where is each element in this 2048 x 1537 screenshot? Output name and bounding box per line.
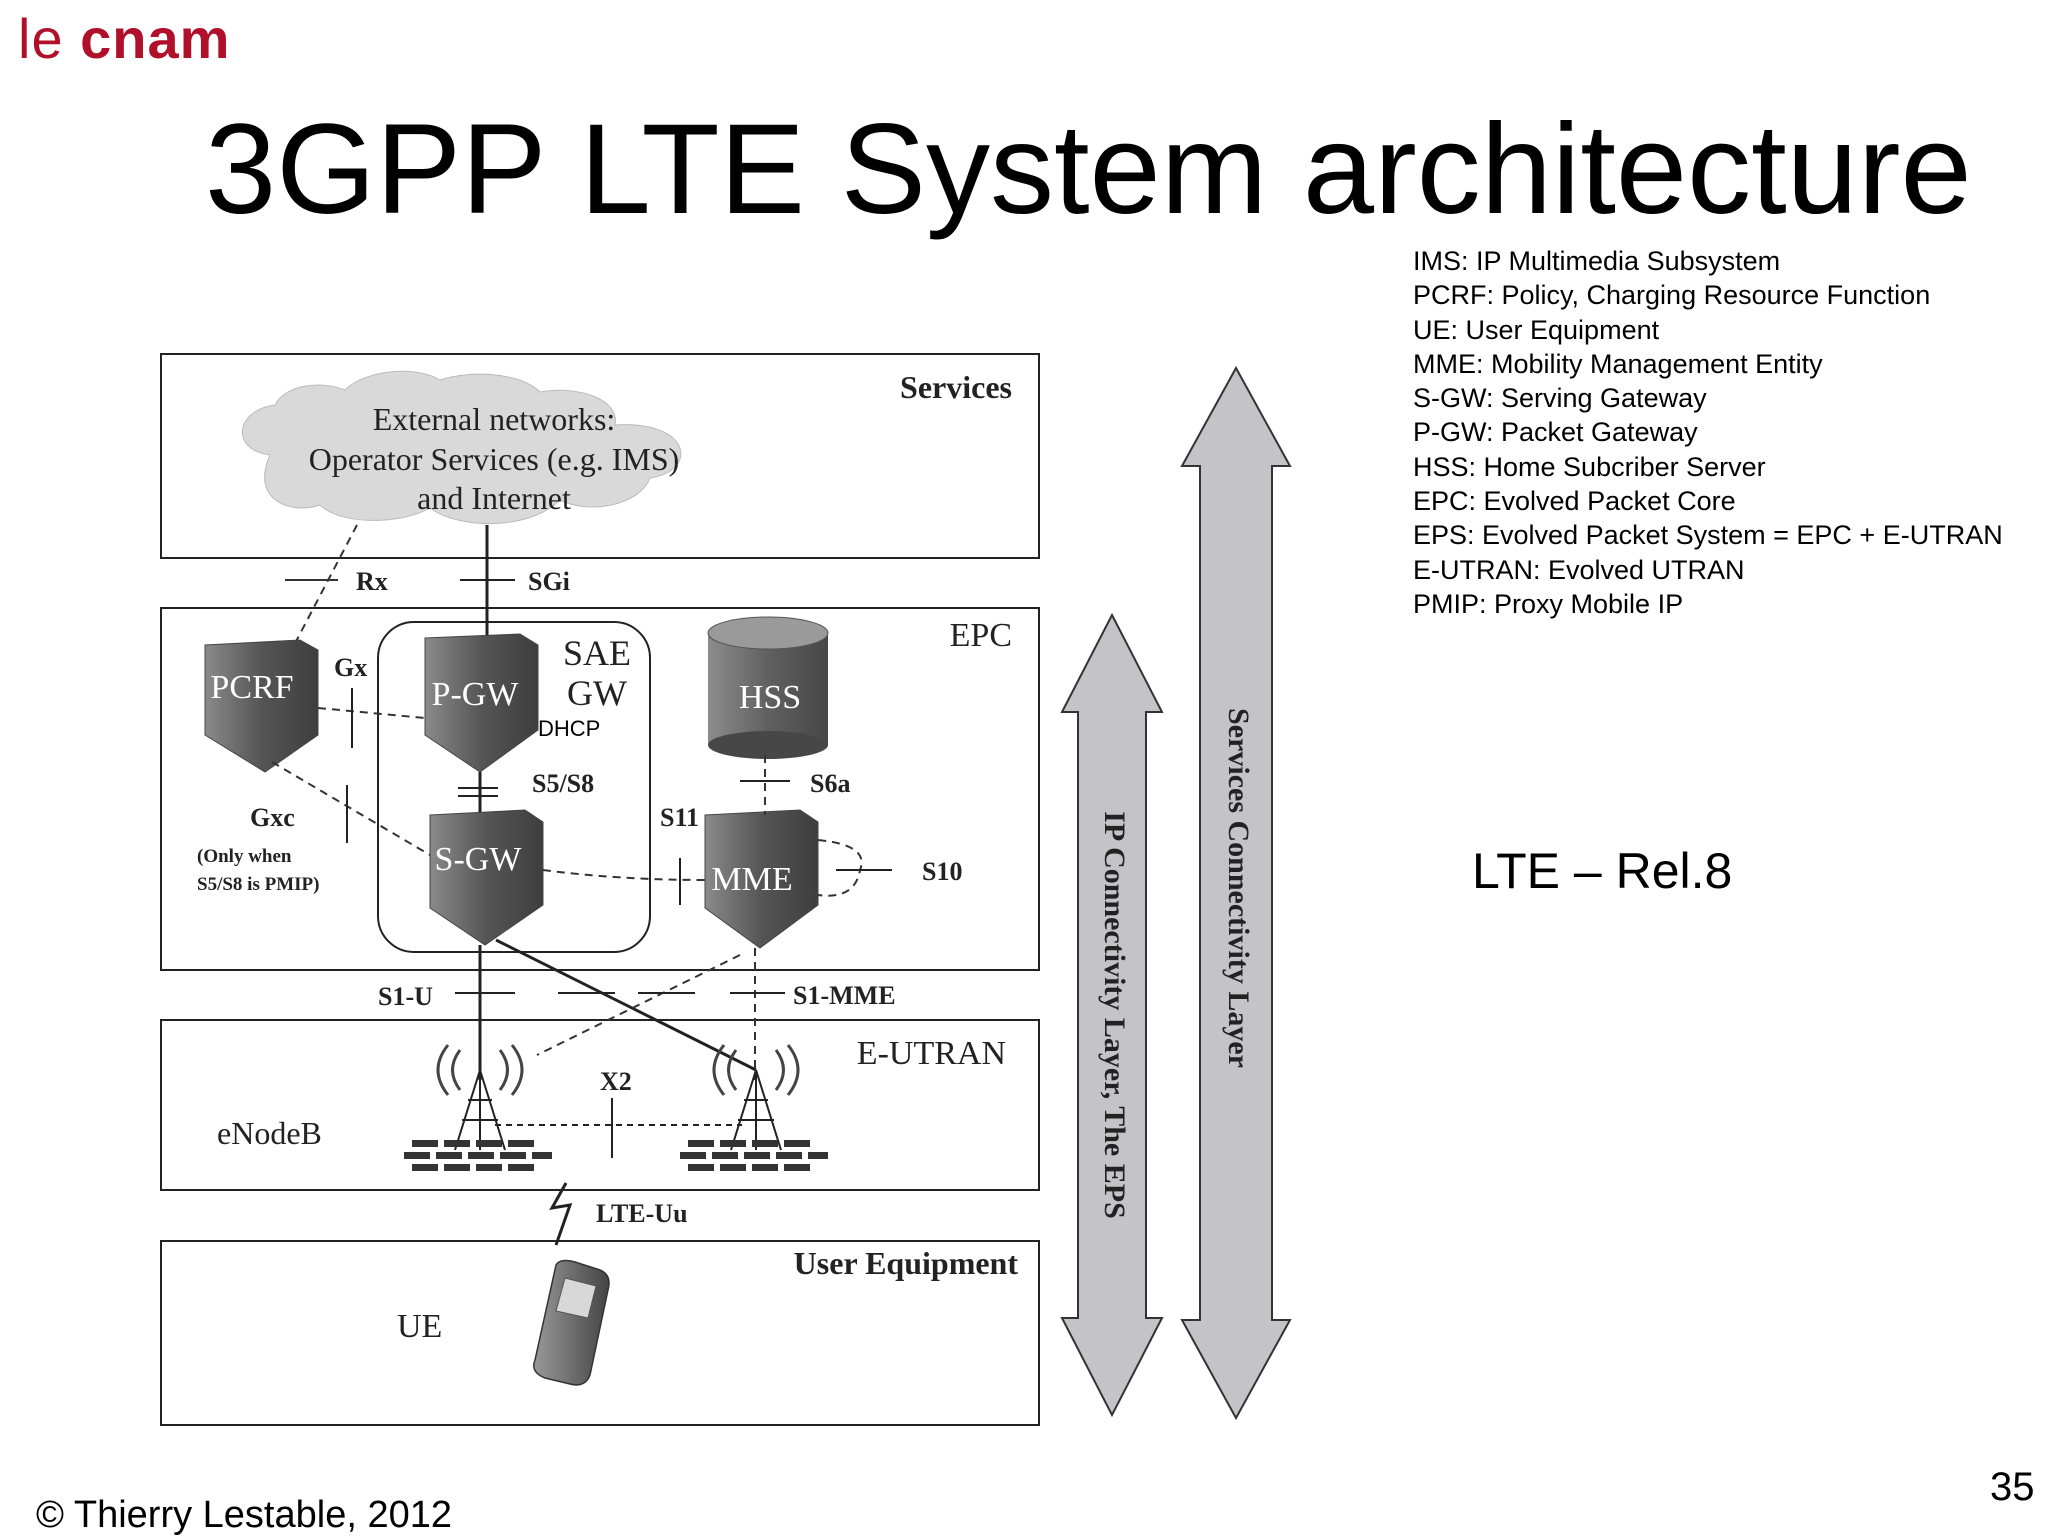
epc-layer-label: EPC xyxy=(950,617,1012,654)
lteuu-label: LTE-Uu xyxy=(596,1199,688,1228)
x2-label: X2 xyxy=(600,1067,632,1096)
sgw-node: S-GW xyxy=(429,809,544,946)
sae-gw-box xyxy=(377,621,651,953)
logo-cnam-text: cnam xyxy=(80,7,231,70)
s5s8-label: S5/S8 xyxy=(532,769,594,798)
gx-label: Gx xyxy=(334,653,367,682)
pgw-node: P-GW xyxy=(424,633,539,773)
services-layer-label: Services xyxy=(900,369,1012,405)
s6a-label: S6a xyxy=(810,769,850,798)
pcrf-label: PCRF xyxy=(210,669,293,706)
enodeb-tower-right xyxy=(680,1044,828,1171)
glossary-item: EPS: Evolved Packet System = EPC + E-UTR… xyxy=(1413,520,2003,551)
services-connectivity-arrow: Services Connectivity Layer xyxy=(1180,365,1292,1421)
glossary-item: MME: Mobility Management Entity xyxy=(1413,348,1823,379)
glossary-list: IMS: IP Multimedia Subsystem PCRF: Polic… xyxy=(1413,244,2003,621)
glossary-item: EPC: Evolved Packet Core xyxy=(1413,486,1736,517)
glossary-item: UE: User Equipment xyxy=(1413,314,1660,345)
mme-label: MME xyxy=(711,861,792,898)
glossary-item: PMIP: Proxy Mobile IP xyxy=(1413,588,1684,619)
cloud-line-3: and Internet xyxy=(417,480,571,516)
release-label: LTE – Rel.8 xyxy=(1472,843,1733,899)
eutran-layer-label: E-UTRAN xyxy=(857,1035,1006,1072)
sae-label: SAE xyxy=(563,633,631,673)
ip-connectivity-arrow: IP Connectivity Layer, The EPS xyxy=(1060,612,1164,1418)
gxc-note-1: (Only when xyxy=(197,846,292,867)
pgw-label: P-GW xyxy=(432,676,520,713)
logo-le-text: le xyxy=(18,7,64,70)
s1mme-label: S1-MME xyxy=(793,981,896,1010)
gxc-label: Gxc xyxy=(250,803,295,832)
external-networks-cloud: External networks: Operator Services (e.… xyxy=(241,370,682,525)
lteuu-lightning-icon xyxy=(549,1182,573,1246)
sgi-label: SGi xyxy=(528,567,570,596)
s11-link xyxy=(542,869,706,881)
epc-layer-box xyxy=(160,607,1040,971)
eutran-layer-box xyxy=(160,1019,1040,1191)
s10-loop xyxy=(817,839,863,897)
ue-layer-box xyxy=(160,1240,1040,1426)
hss-label: HSS xyxy=(739,679,801,716)
ue-label: UE xyxy=(397,1308,442,1345)
ue-layer-label: User Equipment xyxy=(794,1245,1019,1281)
glossary-item: S-GW: Serving Gateway xyxy=(1413,383,1707,414)
services-layer-box xyxy=(160,353,1040,559)
mme-node: MME xyxy=(704,809,819,949)
page-number: 35 xyxy=(1990,1465,2035,1509)
glossary-item: PCRF: Policy, Charging Resource Function xyxy=(1413,280,1931,311)
cloud-line-1: External networks: xyxy=(373,401,616,437)
sgw-label: S-GW xyxy=(435,841,523,878)
glossary-item: IMS: IP Multimedia Subsystem xyxy=(1413,246,1781,276)
dhcp-label: DHCP xyxy=(538,716,600,741)
gx-link xyxy=(317,707,426,719)
ip-connectivity-label: IP Connectivity Layer, The EPS xyxy=(1098,811,1131,1219)
glossary-item: HSS: Home Subcriber Server xyxy=(1413,451,1766,482)
services-connectivity-label: Services Connectivity Layer xyxy=(1222,708,1255,1068)
copyright-footer: © Thierry Lestable, 2012 xyxy=(36,1494,452,1536)
s1u-link-right xyxy=(495,938,757,1072)
s11-label: S11 xyxy=(660,803,699,832)
s10-label: S10 xyxy=(922,857,962,886)
hss-node: HSS xyxy=(707,616,829,759)
pcrf-node: PCRF xyxy=(204,639,319,773)
enodeb-label: eNodeB xyxy=(217,1115,322,1151)
cnam-logo: le cnam xyxy=(18,6,230,71)
slide-title: 3GPP LTE System architecture xyxy=(205,98,1972,241)
gw-label: GW xyxy=(567,673,627,713)
s1u-label: S1-U xyxy=(378,982,433,1011)
cloud-line-2: Operator Services (e.g. IMS) xyxy=(309,441,680,477)
s1mme-link-left xyxy=(536,954,741,1056)
rx-label: Rx xyxy=(356,567,388,596)
gxc-note-2: S5/S8 is PMIP) xyxy=(197,874,319,895)
phone-icon xyxy=(533,1259,610,1386)
gxc-link xyxy=(271,761,431,856)
glossary-item: P-GW: Packet Gateway xyxy=(1413,417,1698,448)
enodeb-tower-left xyxy=(404,1044,552,1171)
glossary-item: E-UTRAN: Evolved UTRAN xyxy=(1413,554,1745,585)
